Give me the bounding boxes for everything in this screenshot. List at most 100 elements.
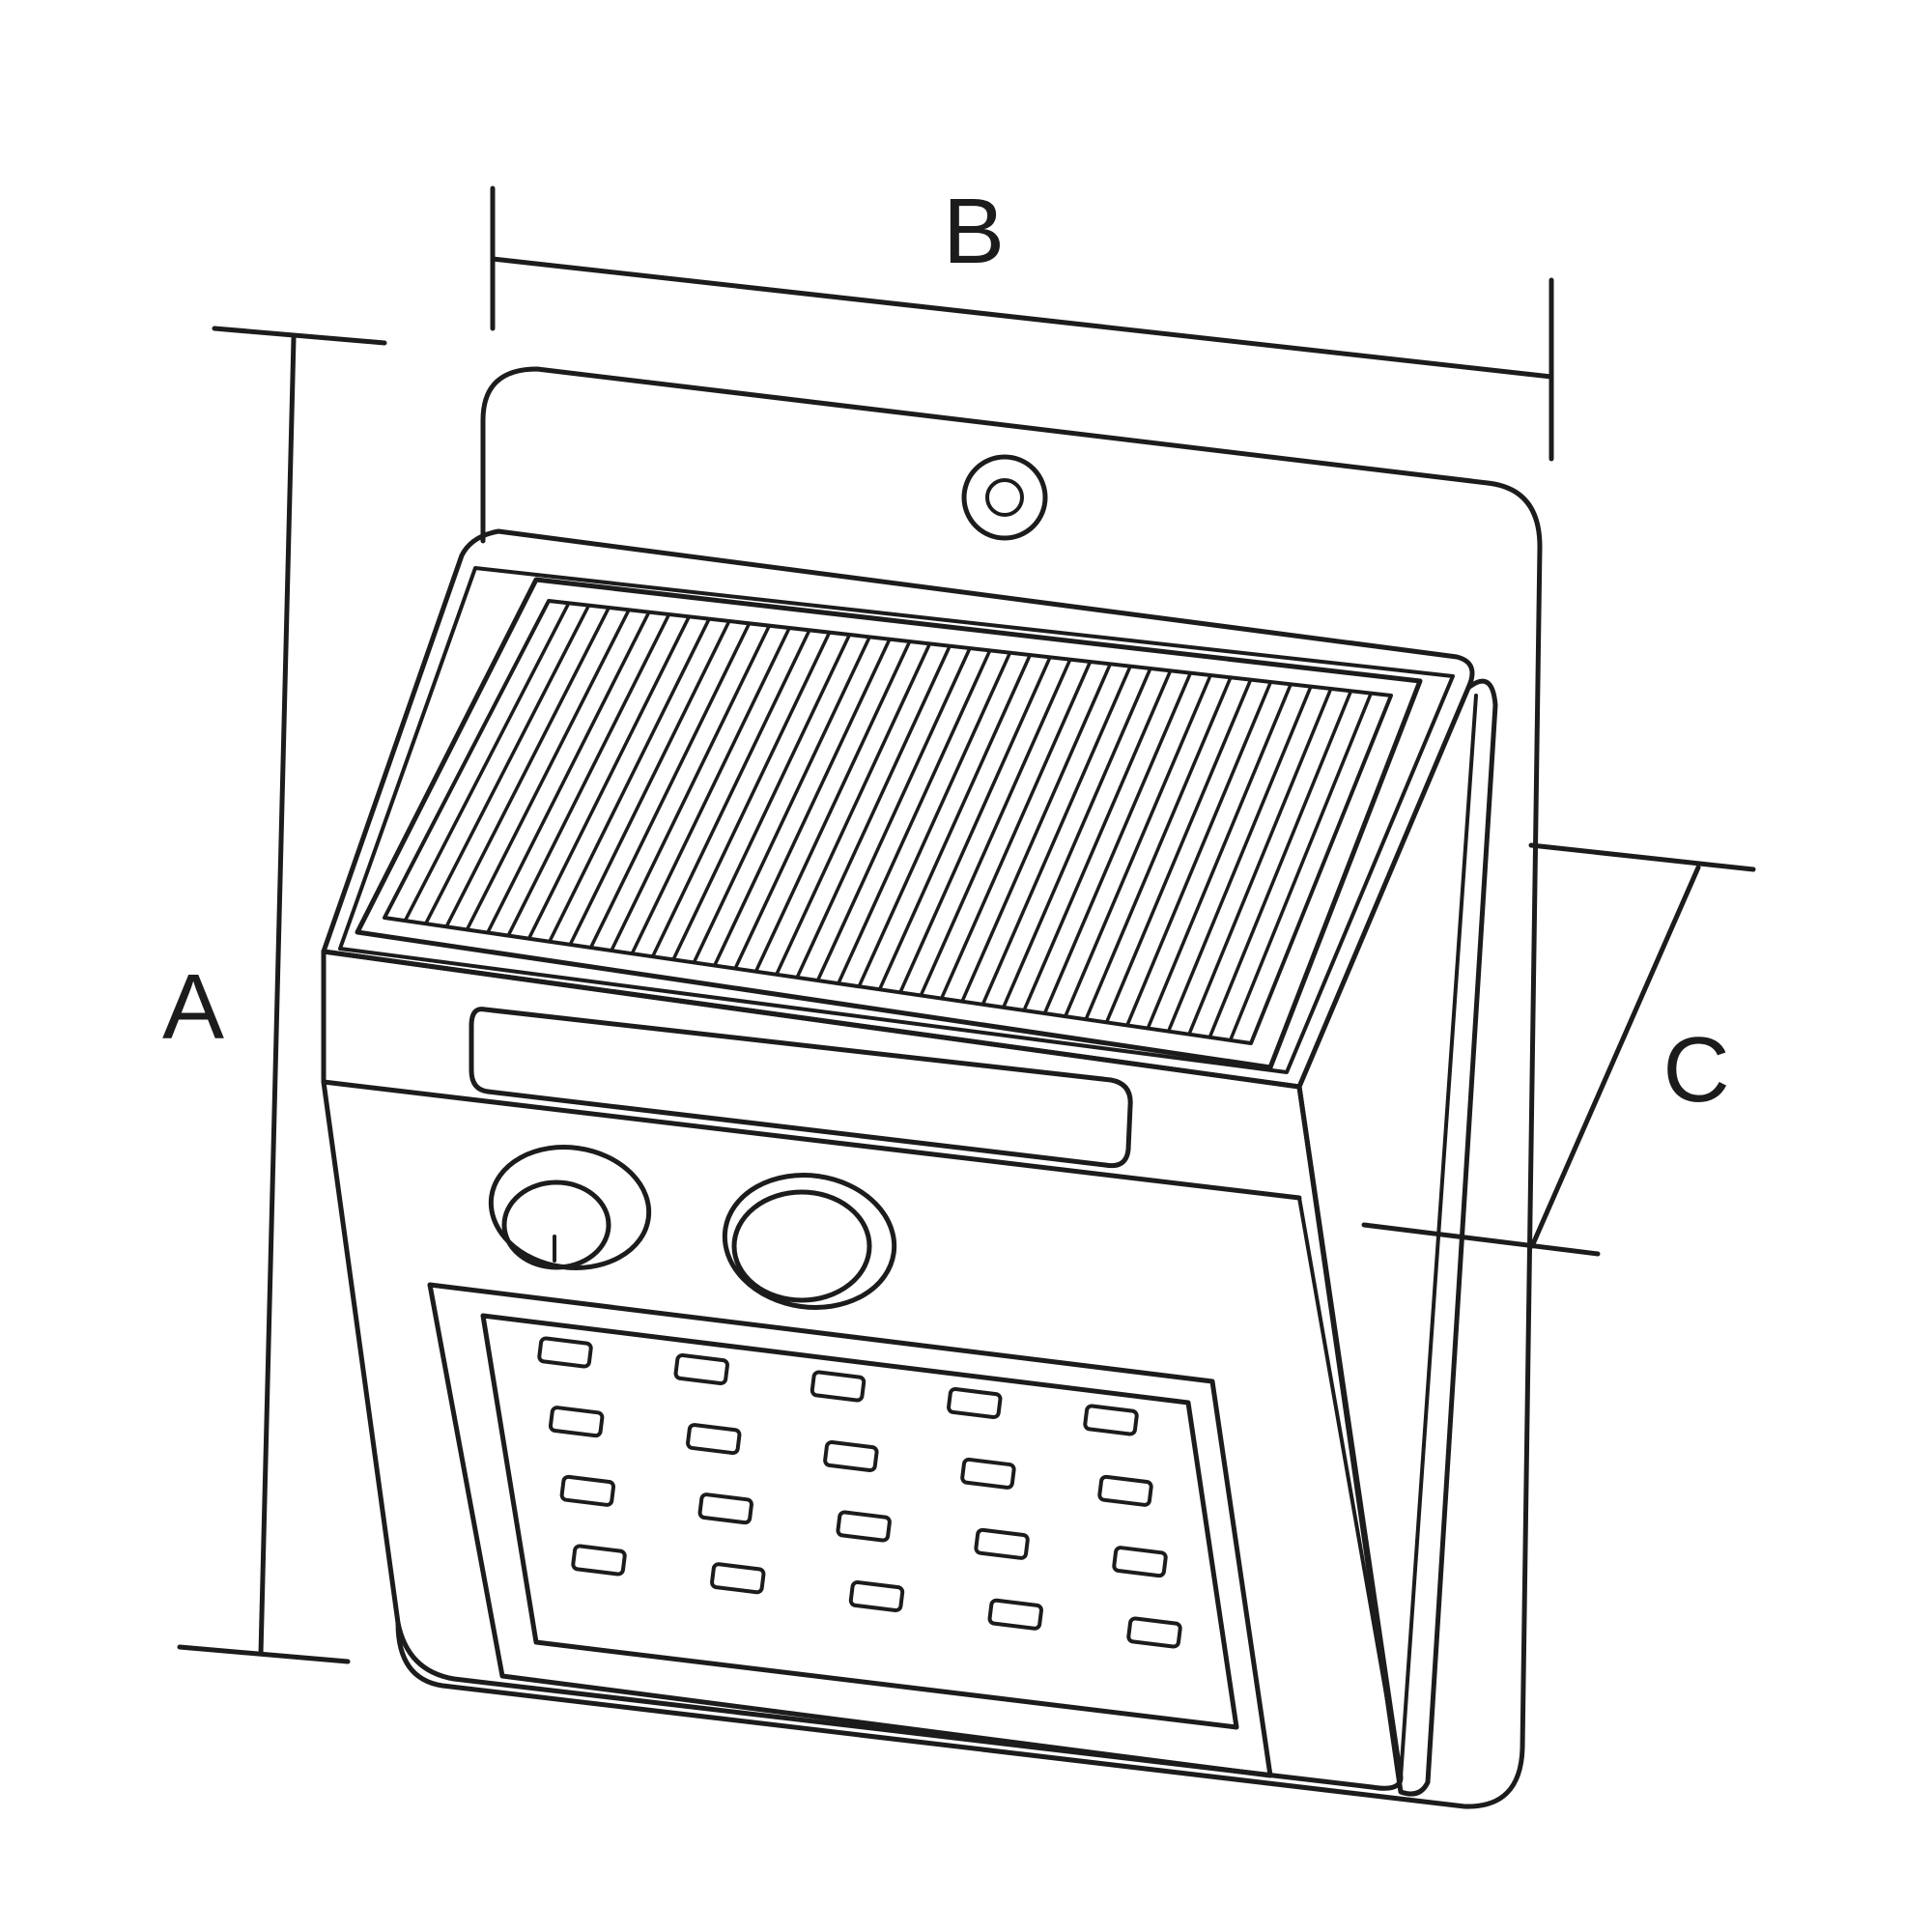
led-panel-outer-frame <box>427 1282 1273 1778</box>
led-chip <box>559 1474 616 1507</box>
solar-cell-strip <box>424 604 591 924</box>
solar-cell-strip <box>815 647 972 981</box>
solar-cell-strip <box>548 617 711 943</box>
solar-cell-strip <box>692 634 852 964</box>
led-chip <box>987 1598 1043 1631</box>
motion-sensor-bezel <box>722 1173 897 1310</box>
mounting-screw-hole-inner <box>985 478 1024 517</box>
solar-cell-strip <box>1146 683 1293 1030</box>
solar-cell-strip <box>444 607 611 928</box>
dimension-b: B <box>490 180 1554 462</box>
led-chip <box>947 1386 1003 1420</box>
solar-cell-strip <box>568 620 731 946</box>
dimension-a-bottom-tick <box>177 1644 351 1664</box>
solar-cell-strip <box>630 627 791 954</box>
led-chip <box>848 1579 905 1613</box>
led-chip <box>710 1562 766 1595</box>
led-chip <box>1083 1404 1139 1436</box>
housing-top-face <box>321 528 1475 1090</box>
solar-cell-strip <box>795 644 952 979</box>
solar-cell-strip <box>919 658 1072 997</box>
solar-cell-strip <box>980 665 1132 1006</box>
dimension-c-top-tick <box>1528 842 1756 872</box>
dimension-a-label: A <box>162 955 224 1059</box>
solar-cell-strip <box>506 613 671 937</box>
dimension-b-line <box>490 256 1554 380</box>
solar-cell-strip <box>1166 685 1313 1033</box>
led-chip <box>836 1510 892 1543</box>
led-chip <box>1112 1546 1168 1578</box>
solar-cell-strips <box>403 602 1373 1041</box>
solar-panel-frame <box>355 577 1423 1070</box>
solar-cell-strip <box>753 640 912 973</box>
housing-side-face <box>1296 678 1498 1797</box>
led-chip <box>548 1406 605 1438</box>
led-chip <box>673 1352 729 1386</box>
led-chip <box>571 1544 627 1577</box>
mode-switch <box>488 1145 652 1270</box>
led-chip <box>1097 1474 1153 1507</box>
led-chip <box>823 1439 879 1473</box>
solar-cell-strip <box>837 649 992 984</box>
dimension-b-label: B <box>943 180 1005 283</box>
motion-sensor <box>722 1173 897 1310</box>
solar-cell-strip <box>713 636 871 967</box>
solar-cell-strip <box>1208 690 1353 1038</box>
solar-cell-strip <box>960 663 1112 1003</box>
housing <box>321 528 1498 1797</box>
solar-cell-strip <box>857 651 1012 987</box>
housing-front-right-edge <box>1297 1196 1403 1779</box>
dimension-c: C <box>1361 842 1756 1257</box>
solar-cell-strip <box>588 622 752 949</box>
light-strip-bar <box>469 1007 1133 1169</box>
dimension-a-top-tick <box>212 326 387 346</box>
solar-cell-strip <box>403 602 571 922</box>
led-chip <box>810 1370 867 1403</box>
motion-sensor-lens <box>731 1189 872 1303</box>
solar-cell-strip <box>1064 674 1212 1017</box>
solar-cell-strip <box>898 656 1052 994</box>
mounting-plate <box>395 366 1543 1809</box>
solar-cell-strip <box>486 611 651 934</box>
solar-cell-strip <box>1125 681 1273 1027</box>
dimension-c-line <box>1529 865 1701 1249</box>
housing-top-face-inner-rim <box>338 566 1455 1074</box>
solar-cell-strip <box>671 631 832 961</box>
housing-front-face <box>321 949 1404 1791</box>
solar-cell-strip <box>733 638 892 970</box>
solar-cell-strip <box>1042 671 1192 1014</box>
led-chip <box>697 1492 753 1525</box>
housing-front-top-edge <box>321 1079 1302 1201</box>
mode-switch-knob <box>501 1179 611 1270</box>
solar-cell-strip <box>1002 668 1152 1009</box>
solar-cell-strip <box>940 661 1093 1000</box>
dimension-a: A <box>162 326 387 1664</box>
solar-cell-strip <box>1084 676 1233 1020</box>
solar-cell-strip <box>877 654 1032 991</box>
led-chip <box>974 1527 1030 1560</box>
dimension-c-label: C <box>1662 1018 1729 1122</box>
mounting-plate-outline <box>395 366 1543 1809</box>
housing-side-edge <box>1399 694 1478 1779</box>
solar-cell-strip <box>775 642 932 976</box>
solar-cell-strip <box>1104 678 1253 1024</box>
solar-cell-strip <box>1187 688 1333 1036</box>
led-panel <box>427 1282 1273 1778</box>
solar-cell-strip <box>465 609 631 931</box>
dimension-c-bottom-tick <box>1361 1222 1601 1257</box>
led-chip <box>686 1423 742 1456</box>
led-chip <box>537 1336 593 1369</box>
mounting-screw-hole-outer <box>961 454 1048 541</box>
led-chip <box>1126 1616 1182 1649</box>
led-chip <box>960 1457 1016 1490</box>
solar-panel <box>355 577 1423 1070</box>
solar-cell-strip <box>610 624 771 952</box>
solar-cell-strip <box>1229 693 1373 1041</box>
led-grid <box>537 1336 1182 1649</box>
dimension-a-line <box>258 335 297 1657</box>
solar-cell-strip <box>526 615 691 940</box>
led-panel-inner-frame <box>480 1313 1239 1730</box>
solar-cell-strip <box>651 629 811 957</box>
solar-cell-strip <box>1022 669 1173 1011</box>
